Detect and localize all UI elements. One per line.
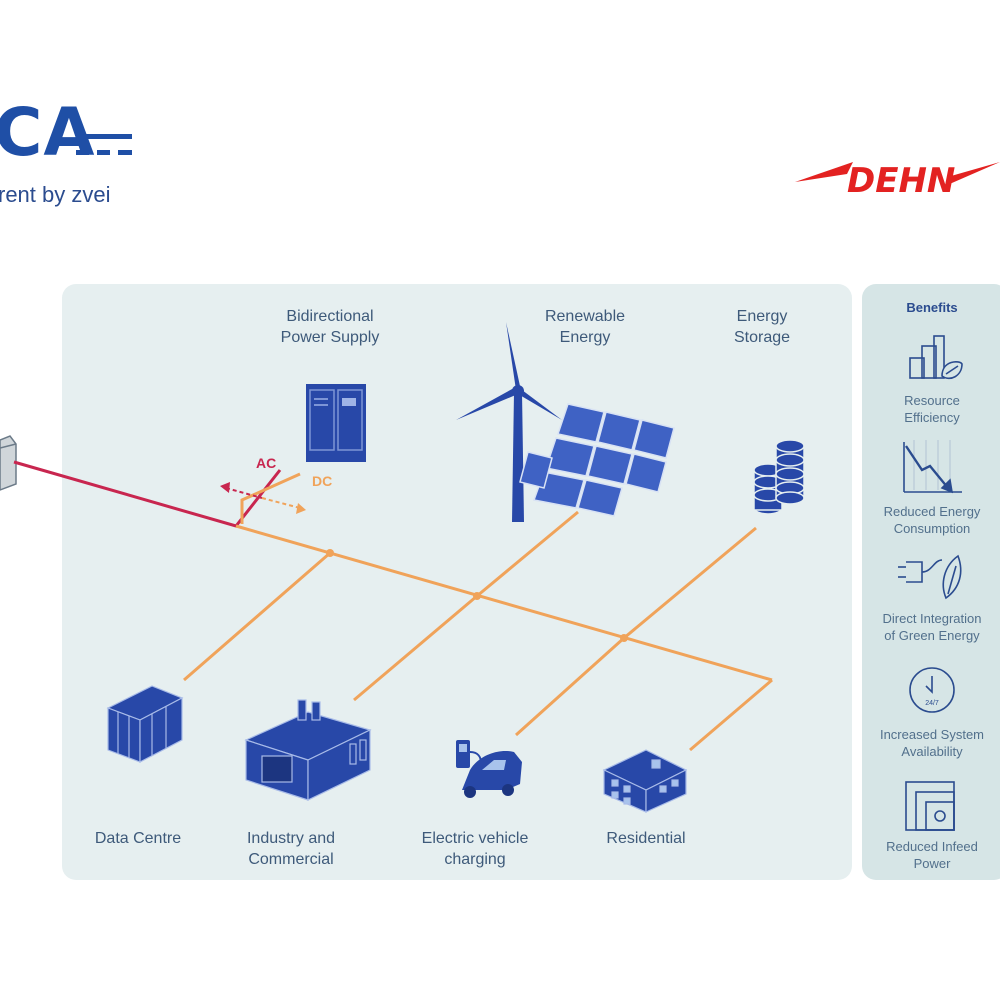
diagram-panel [62, 284, 852, 880]
benefit-reduced-energy-consumption: Reduced Energy Consumption [857, 503, 1000, 537]
label-line: Storage [733, 329, 791, 346]
label-residential: Residential [606, 830, 686, 847]
benefit-label-line: Increased System [879, 727, 985, 742]
label-line: Commercial [248, 851, 334, 868]
benefit-label-line: Consumption [893, 521, 971, 536]
ev-charging-icon [456, 740, 522, 798]
benefit-label-line: Power [913, 856, 951, 871]
green-plug-icon [898, 554, 962, 600]
label-line: Industry and [246, 830, 336, 847]
clock-badge: 24/7 [925, 700, 939, 707]
reduced-consumption-icon [903, 440, 962, 494]
dehn-logo: DEHN [795, 161, 1000, 201]
label-bidirectional-power-supply: Bidirectional Power Supply [260, 306, 400, 348]
residential-house-icon [602, 749, 688, 813]
dc-lines [183, 472, 773, 752]
benefit-label-line: Reduced Infeed [886, 839, 978, 854]
benefit-label-line: Reduced Energy [883, 504, 981, 519]
energy-storage-icon [753, 439, 805, 515]
ac-label: AC [256, 455, 276, 471]
label-line: Renewable [544, 308, 626, 325]
logo-left-bars [76, 134, 132, 155]
factory-icon [244, 699, 372, 801]
data-centre-icon [106, 685, 184, 763]
bidirectional-arrow-icon [220, 482, 306, 514]
benefits-panel [862, 284, 1000, 880]
label-energy-storage: Energy Storage [712, 306, 812, 348]
junction-dots [326, 549, 628, 642]
dehn-logo-text: DEHN [847, 161, 955, 201]
resource-efficiency-icon [909, 335, 963, 380]
clock-24-7-icon: 24/7 [909, 667, 955, 713]
benefit-label-line: Resource [904, 393, 960, 408]
benefit-increased-availability: Increased System Availability [857, 726, 1000, 760]
label-line: Electric vehicle [421, 830, 529, 847]
reduced-infeed-icon [905, 781, 955, 831]
benefit-reduced-infeed-power: Reduced Infeed Power [857, 838, 1000, 872]
dc-label: DC [312, 473, 332, 489]
label-data-centre: Data Centre [94, 830, 182, 847]
label-line: Power Supply [280, 329, 380, 346]
power-supply-cabinet-icon [306, 384, 366, 462]
benefits-title: Benefits [906, 300, 958, 315]
label-line: Energy [736, 308, 788, 325]
benefit-label-line: Efficiency [904, 410, 960, 425]
wind-turbine-icon [456, 322, 562, 522]
benefit-label-line: Availability [901, 744, 963, 759]
benefit-direct-integration: Direct Integration of Green Energy [857, 610, 1000, 644]
label-ev-charging: Electric vehicle charging [400, 828, 550, 870]
benefit-label-line: Direct Integration [882, 611, 982, 626]
label-line: charging [444, 851, 506, 868]
grid-connection-box-icon [0, 435, 17, 491]
solar-panels-icon [519, 403, 675, 517]
logo-left-subtitle: rent by zvei [0, 182, 111, 207]
label-line: Bidirectional [286, 308, 374, 325]
label-renewable-energy: Renewable Energy [525, 306, 645, 348]
benefit-label-line: of Green Energy [884, 628, 980, 643]
label-industry-commercial: Industry and Commercial [226, 828, 356, 870]
label-line: Energy [559, 329, 611, 346]
benefit-resource-efficiency: Resource Efficiency [857, 392, 1000, 426]
ac-line [13, 460, 282, 528]
